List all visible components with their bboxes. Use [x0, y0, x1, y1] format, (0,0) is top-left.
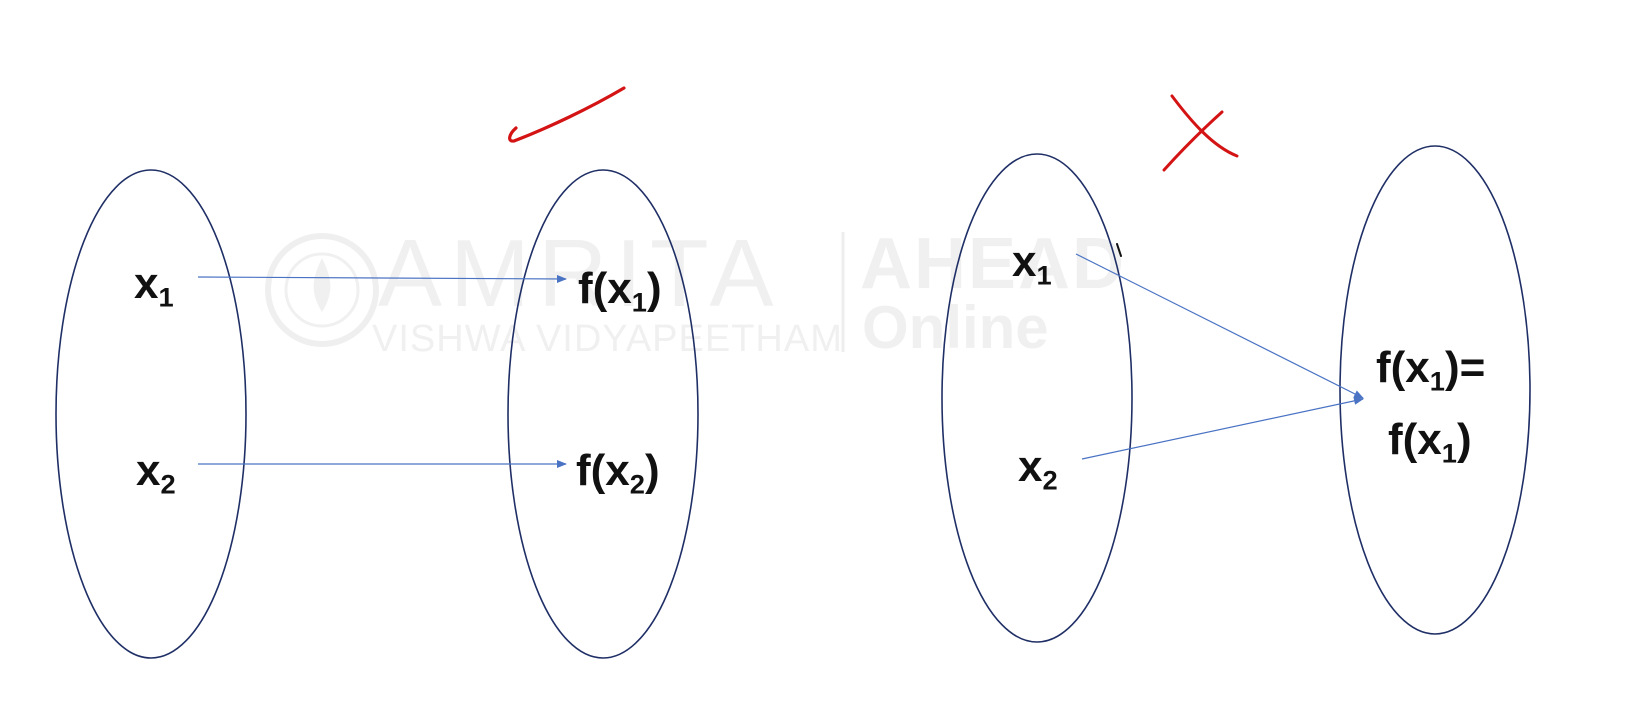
left-codomain-ellipse [507, 169, 699, 659]
watermark-partner-top: AHEAD [860, 224, 1127, 304]
right-domain-label-x1: x1 [1012, 237, 1052, 291]
watermark-partner-bottom: Online [862, 294, 1049, 361]
arrow-right-x1-to-image [1075, 253, 1364, 399]
watermark-seal-icon [265, 233, 379, 347]
watermark-subtitle: VISHWA VIDYAPEETHAM [372, 318, 843, 360]
right-codomain-label-line1: f(x1)= [1376, 343, 1486, 397]
stray-mark [1116, 243, 1122, 257]
left-domain-label-x2: x2 [136, 446, 176, 500]
check-mark-icon [508, 86, 626, 143]
left-domain-ellipse [55, 169, 247, 659]
right-domain-ellipse [941, 153, 1133, 643]
watermark-brand: AMRITA [378, 220, 782, 327]
arrow-right-x2-to-image [1081, 396, 1364, 460]
right-domain-label-x2: x2 [1018, 442, 1058, 496]
left-domain-label-x1: x1 [134, 259, 174, 313]
right-codomain-ellipse [1339, 145, 1531, 635]
right-codomain-label-line2: f(x1) [1388, 415, 1472, 469]
left-codomain-label-fx1: f(x1) [578, 264, 662, 318]
cross-mark-icon [1162, 94, 1239, 172]
arrow-x1-to-fx1 [197, 274, 567, 283]
left-codomain-label-fx2: f(x2) [576, 446, 660, 500]
